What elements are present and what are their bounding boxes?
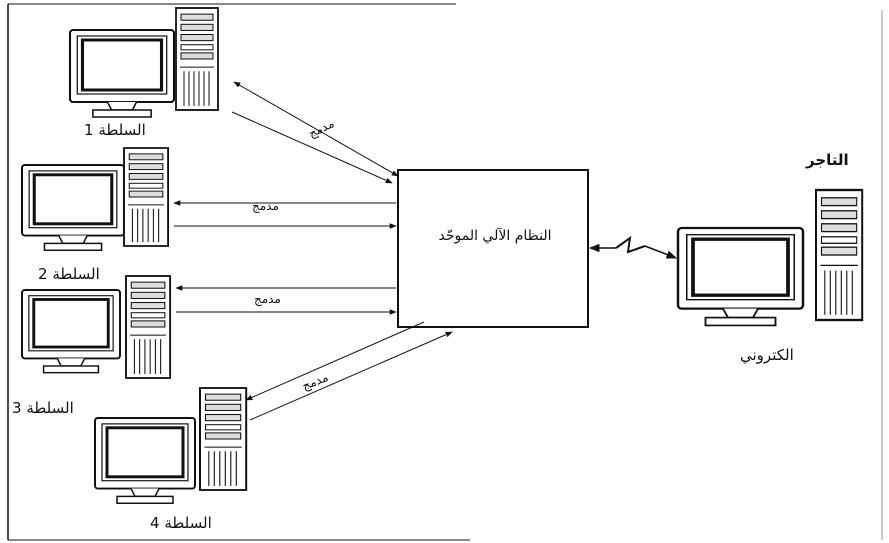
authority-1-label: السلطة 1 [84,121,146,139]
wireless-link-icon [590,238,676,258]
flow-label-2: مدمج [252,199,279,213]
authority-3-label: السلطة 3 [12,399,74,417]
authority-4-computer [95,388,246,503]
authority-1-computer [70,8,218,117]
merchant-title: التاجر [806,151,849,169]
authority-2-label: السلطة 2 [38,265,100,283]
authority-2-computer [22,148,168,250]
arrow-authority-4-in [250,332,452,420]
merchant-computer [678,190,862,325]
arrow-authority-4-out [246,322,424,400]
merchant-caption: الكتروني [740,346,794,364]
central-system-box [398,170,588,327]
authority-3-computer [22,276,170,378]
arrow-authority-1-in [232,112,392,183]
central-system-label: النظام الآلي الموحّد [420,228,570,244]
flow-label-3: مدمج [254,292,281,306]
authority-4-label: السلطة 4 [150,514,212,532]
